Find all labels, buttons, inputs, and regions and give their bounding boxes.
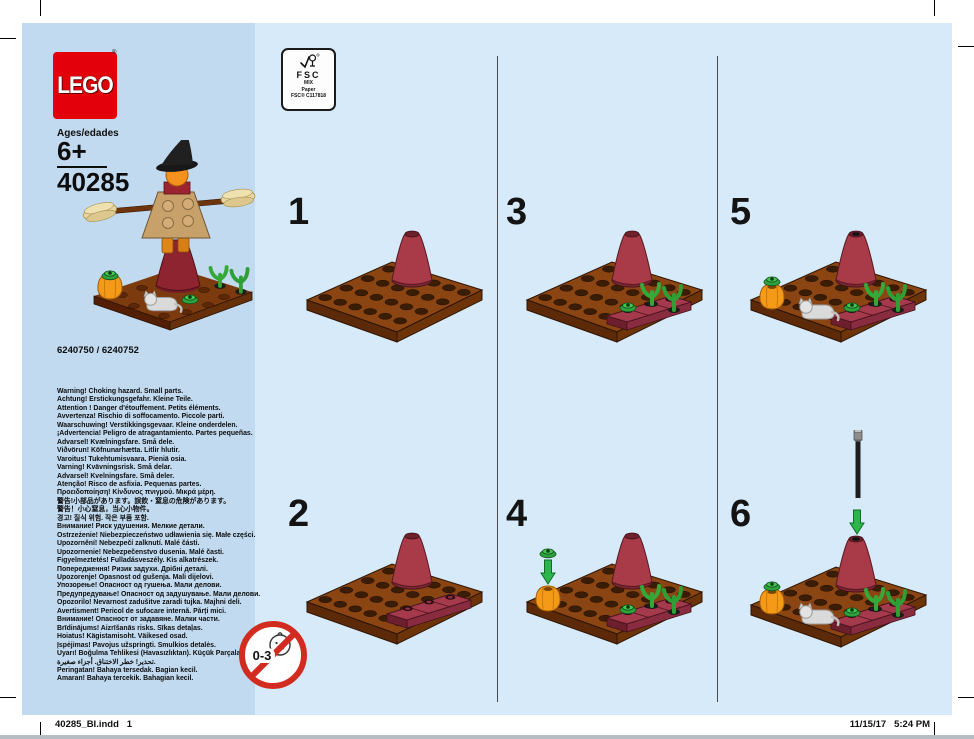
warning-line: Opozorilo! Nevarnost zadušitve zaradi tu…: [57, 599, 242, 607]
warning-line: Waarschuwing! Verstikkingsgevaar. Kleine…: [57, 421, 238, 429]
step-2-build-image: [306, 532, 483, 645]
crop-mark: [958, 46, 974, 47]
warning-line: Advarsel! Kvælningsfare. Små dele.: [57, 438, 175, 446]
step-6-build-image: [750, 430, 927, 648]
fsc-line: FSC® C117818: [290, 93, 327, 99]
warning-line: Hoiatus! Kägistamisoht. Väikesed osad.: [57, 633, 188, 641]
crop-mark: [934, 0, 935, 16]
age-warning-label: 0-3: [253, 648, 272, 663]
element-ids: 6240750 / 6240752: [57, 345, 139, 356]
step-number-6: 6: [730, 493, 752, 535]
step-4-build-image: [526, 532, 703, 645]
step-number-3: 3: [506, 191, 528, 233]
warning-line: Varoitus! Tukehtumisvaara. Pieniä osia.: [57, 455, 187, 463]
warning-line: Figyelmeztetés! Fulladásveszély. Kis alk…: [57, 557, 219, 565]
crop-mark: [0, 697, 16, 698]
set-number: 40285: [57, 167, 130, 197]
warning-line: Внимание! Риск удушения. Мелкие детали.: [57, 523, 205, 531]
fsc-line: Paper: [301, 86, 316, 93]
step-3-build-image: [526, 230, 703, 343]
warning-line: 警告!小部品があります。誤飲・窒息の危険があります。: [57, 497, 231, 505]
fsc-tree-icon: [299, 53, 319, 69]
warning-line: Upozornění! Nebezpečí zalknutí. Malé čás…: [57, 540, 200, 548]
scarecrow-model-image: [83, 140, 256, 331]
warning-line: Upozorenje! Opasnost od gušenja. Mali di…: [57, 573, 214, 581]
warning-line: Peringatan! Bahaya tersedak. Bagian keci…: [57, 666, 198, 674]
fsc-line: MIX: [304, 80, 313, 86]
footer-file-name: 40285_BI.indd 1: [55, 719, 133, 730]
crop-mark: [0, 38, 16, 39]
step-number-4: 4: [506, 493, 528, 535]
step-number-2: 2: [288, 493, 310, 535]
age-value: 6+: [57, 136, 87, 166]
lego-logo-text: LEGO: [57, 71, 114, 99]
step-1-build-image: [306, 230, 483, 343]
age-underline: [57, 166, 107, 168]
choking-warnings: Warning! Choking hazard. Small parts.Ach…: [57, 388, 369, 684]
warning-line: Avertisment! Pericol de sufocare internă…: [57, 607, 227, 615]
warning-line: Предупредување! Опасност од задушување. …: [57, 590, 261, 598]
crop-mark: [934, 722, 935, 739]
step-5-build-image: [750, 230, 927, 343]
registered-mark: ®: [112, 50, 117, 56]
step-number-5: 5: [730, 191, 752, 233]
witch-hat-crown: [161, 140, 193, 166]
warning-line: 警告！小心窒息，当心小物件。: [57, 506, 154, 514]
crop-mark: [40, 722, 41, 739]
warning-line: Упозорење! Опасност од гушења. Мали дело…: [57, 582, 222, 590]
warning-line: Advarsel! Kvelningsfare. Små deler.: [57, 472, 175, 480]
warning-line: Amaran! Bahaya tercekik. Bahagian kecil.: [57, 675, 194, 683]
warning-line: Varning! Kvävningsrisk. Små delar.: [57, 464, 172, 472]
warning-line: Ostrzeżenie! Niebezpieczeństwo udławieni…: [57, 531, 256, 539]
column-divider: [497, 56, 498, 702]
lego-logo: LEGO: [53, 52, 117, 119]
scarecrow-broom-right: [220, 188, 256, 208]
warning-line: Achtung! Erstickungsgefahr. Kleine Teile…: [57, 396, 193, 404]
warning-line: Įspėjimas! Pavojus užspringti. Smulkios …: [57, 641, 216, 649]
antenna-part: [853, 430, 863, 499]
column-divider: [717, 56, 718, 702]
fsc-acronym: FSC: [296, 70, 321, 80]
warning-line: ¡Advertencia! Peligro de atragantamiento…: [57, 430, 253, 438]
warning-line: Attention ! Danger d'étouffement. Petits…: [57, 404, 221, 412]
warning-line: Upozornenie! Nebezpečenstvo dusenia. Mal…: [57, 548, 224, 556]
crop-mark: [958, 697, 974, 698]
warning-line: Попередження! Ризик задухи. Дрібні детал…: [57, 565, 208, 573]
crop-mark: [40, 0, 41, 16]
fsc-label: FSC MIX Paper FSC® C117818: [281, 48, 336, 111]
ages-label: Ages/edades: [57, 128, 119, 139]
scarecrow-broom-left: [83, 202, 117, 222]
step-number-1: 1: [288, 191, 310, 233]
warning-line: Atenção! Risco de asfixia. Pequenas part…: [57, 480, 202, 488]
footer-timestamp: 11/15/17 5:24 PM: [849, 719, 930, 730]
warning-line: تحذير! خطر الاختناق. أجزاء صغيرة.: [57, 658, 156, 666]
warning-line: 경고! 질식 위험. 작은 부품 포함.: [57, 514, 149, 522]
warning-line: Viðvörun! Köfnunarhætta. Litlir hlutir.: [57, 447, 180, 455]
no-under-3-icon: 0-3: [239, 621, 307, 689]
warning-line: Brīdinājums! Aizrīšanās risks. Sīkas det…: [57, 624, 203, 632]
warning-line: Avvertenza! Rischio di soffocamento. Pic…: [57, 413, 225, 421]
warning-line: Προειδοποίηση! Κίνδυνος πνιγμού. Μικρά μ…: [57, 489, 216, 497]
bottom-edge: [0, 735, 974, 739]
warning-line: Uyarı! Boğulma Tehlikesi (Havasızlıktan)…: [57, 650, 245, 658]
warning-line: Внимание! Опасност от задавяне. Малки ча…: [57, 616, 220, 624]
left-panel-background: [22, 23, 255, 715]
warning-line: Warning! Choking hazard. Small parts.: [57, 388, 184, 395]
scarecrow-body: [141, 191, 211, 239]
